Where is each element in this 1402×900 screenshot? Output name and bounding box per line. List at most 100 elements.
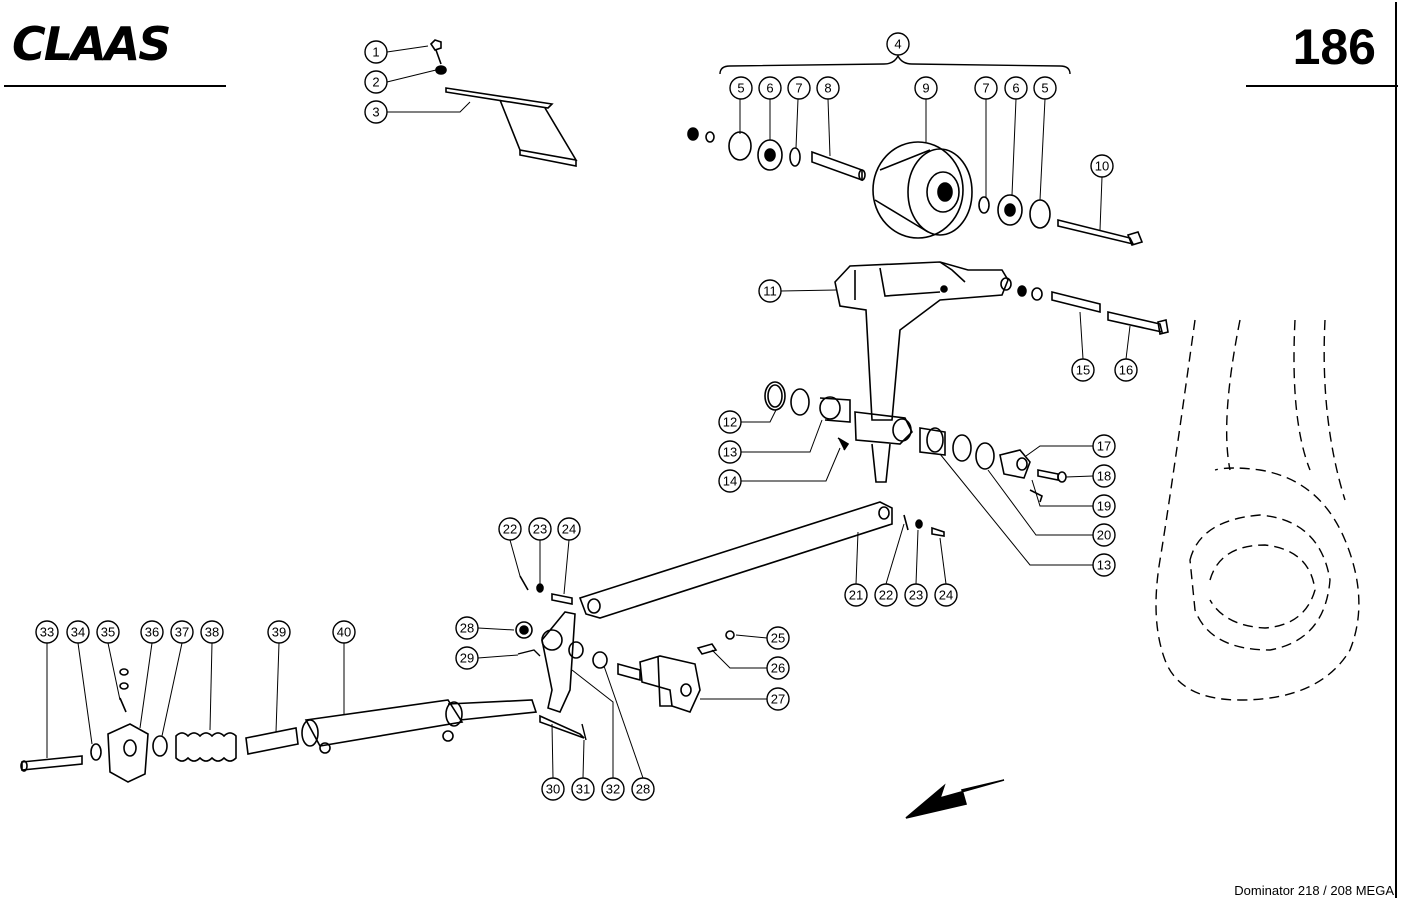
- svg-text:9: 9: [922, 81, 929, 96]
- callouts: 1 2 3 4 5 6 7 8 9 7 6 5 10 11 15 16 12 1…: [35, 32, 1138, 801]
- callout-16: 16: [1114, 325, 1138, 382]
- svg-text:24: 24: [939, 588, 953, 603]
- svg-text:36: 36: [145, 625, 159, 640]
- svg-text:13: 13: [1097, 558, 1111, 573]
- header: CLAAS 186: [4, 2, 1398, 898]
- callout-5-left: 5: [729, 76, 753, 134]
- callout-39: 39: [267, 620, 291, 733]
- callout-7-right: 7: [974, 76, 998, 197]
- pivot-parts: [764, 381, 1067, 503]
- callout-14: 14: [718, 447, 841, 493]
- callout-24-right: 24: [934, 537, 958, 607]
- svg-text:6: 6: [766, 81, 773, 96]
- callout-23-left: 23: [528, 517, 552, 584]
- model-caption: Dominator 218 / 208 MEGA: [1234, 883, 1394, 898]
- bracket-part-3: [429, 39, 578, 167]
- lever-32: [515, 611, 608, 741]
- callout-21: 21: [844, 531, 868, 607]
- tension-arm-11: [834, 261, 1169, 483]
- callout-35: 35: [96, 620, 121, 701]
- svg-text:14: 14: [723, 474, 737, 489]
- svg-text:6: 6: [1012, 81, 1019, 96]
- svg-text:22: 22: [503, 522, 517, 537]
- callout-6-right: 6: [1004, 76, 1028, 196]
- svg-text:31: 31: [576, 782, 590, 797]
- svg-text:34: 34: [71, 625, 85, 640]
- callout-28-upper: 28: [455, 616, 515, 640]
- callout-4: 4: [886, 32, 910, 56]
- callout-1: 1: [364, 40, 429, 64]
- svg-text:30: 30: [546, 782, 560, 797]
- callout-36: 36: [139, 620, 164, 729]
- callout-13-right: 13: [939, 453, 1116, 577]
- callout-37: 37: [161, 620, 194, 737]
- parts-line-art: [20, 39, 1360, 819]
- svg-text:10: 10: [1095, 159, 1109, 174]
- svg-text:23: 23: [909, 588, 923, 603]
- callout-2: 2: [364, 69, 437, 94]
- svg-text:16: 16: [1119, 363, 1133, 378]
- callout-22-right: 22: [874, 523, 905, 607]
- callout-23-right: 23: [904, 529, 928, 607]
- svg-text:3: 3: [372, 105, 379, 120]
- svg-text:38: 38: [205, 625, 219, 640]
- svg-text:24: 24: [562, 522, 576, 537]
- svg-text:8: 8: [824, 81, 831, 96]
- callout-28-lower: 28: [603, 665, 655, 801]
- svg-text:5: 5: [1041, 81, 1048, 96]
- callout-5-right: 5: [1033, 76, 1057, 201]
- svg-text:29: 29: [460, 651, 474, 666]
- callout-22-left: 22: [498, 517, 522, 577]
- svg-text:12: 12: [723, 415, 737, 430]
- svg-text:40: 40: [337, 625, 351, 640]
- svg-text:15: 15: [1076, 363, 1090, 378]
- svg-text:4: 4: [894, 37, 901, 52]
- callout-26: 26: [711, 649, 790, 680]
- callout-27: 27: [700, 687, 790, 711]
- svg-text:1: 1: [372, 45, 379, 60]
- pulley-assembly: [687, 127, 1144, 246]
- callout-10: 10: [1090, 154, 1114, 231]
- svg-text:5: 5: [737, 81, 744, 96]
- callout-30: 30: [541, 723, 565, 801]
- callout-25: 25: [735, 626, 790, 650]
- group-brace-4: [719, 54, 1071, 75]
- callout-15: 15: [1071, 311, 1095, 382]
- callout-6-left: 6: [758, 76, 782, 140]
- svg-text:26: 26: [771, 661, 785, 676]
- svg-text:19: 19: [1097, 499, 1111, 514]
- svg-text:7: 7: [982, 81, 989, 96]
- svg-text:7: 7: [795, 81, 802, 96]
- svg-text:23: 23: [533, 522, 547, 537]
- svg-text:25: 25: [771, 631, 785, 646]
- spring-assembly: [20, 668, 538, 783]
- machine-outline-dashed: [1155, 319, 1360, 701]
- callout-13-left: 13: [718, 419, 823, 464]
- callout-18: 18: [1065, 464, 1116, 488]
- svg-text:37: 37: [175, 625, 189, 640]
- callout-3: 3: [364, 100, 471, 124]
- callout-8: 8: [816, 76, 840, 157]
- svg-text:39: 39: [272, 625, 286, 640]
- page-number: 186: [1293, 19, 1376, 75]
- callout-32: 32: [571, 669, 625, 801]
- svg-text:13: 13: [723, 445, 737, 460]
- callout-19: 19: [1031, 479, 1116, 518]
- direction-arrow: [905, 779, 1005, 819]
- callout-33: 33: [35, 620, 59, 758]
- svg-text:28: 28: [636, 782, 650, 797]
- callout-17: 17: [1025, 434, 1116, 458]
- callout-24-left: 24: [557, 517, 581, 595]
- svg-text:33: 33: [40, 625, 54, 640]
- svg-text:32: 32: [606, 782, 620, 797]
- callout-11: 11: [758, 279, 837, 303]
- svg-text:20: 20: [1097, 528, 1111, 543]
- svg-text:17: 17: [1097, 439, 1111, 454]
- svg-text:2: 2: [372, 75, 379, 90]
- svg-text:22: 22: [879, 588, 893, 603]
- callout-40: 40: [332, 620, 356, 714]
- svg-text:27: 27: [771, 692, 785, 707]
- svg-text:18: 18: [1097, 469, 1111, 484]
- callout-20: 20: [987, 469, 1116, 547]
